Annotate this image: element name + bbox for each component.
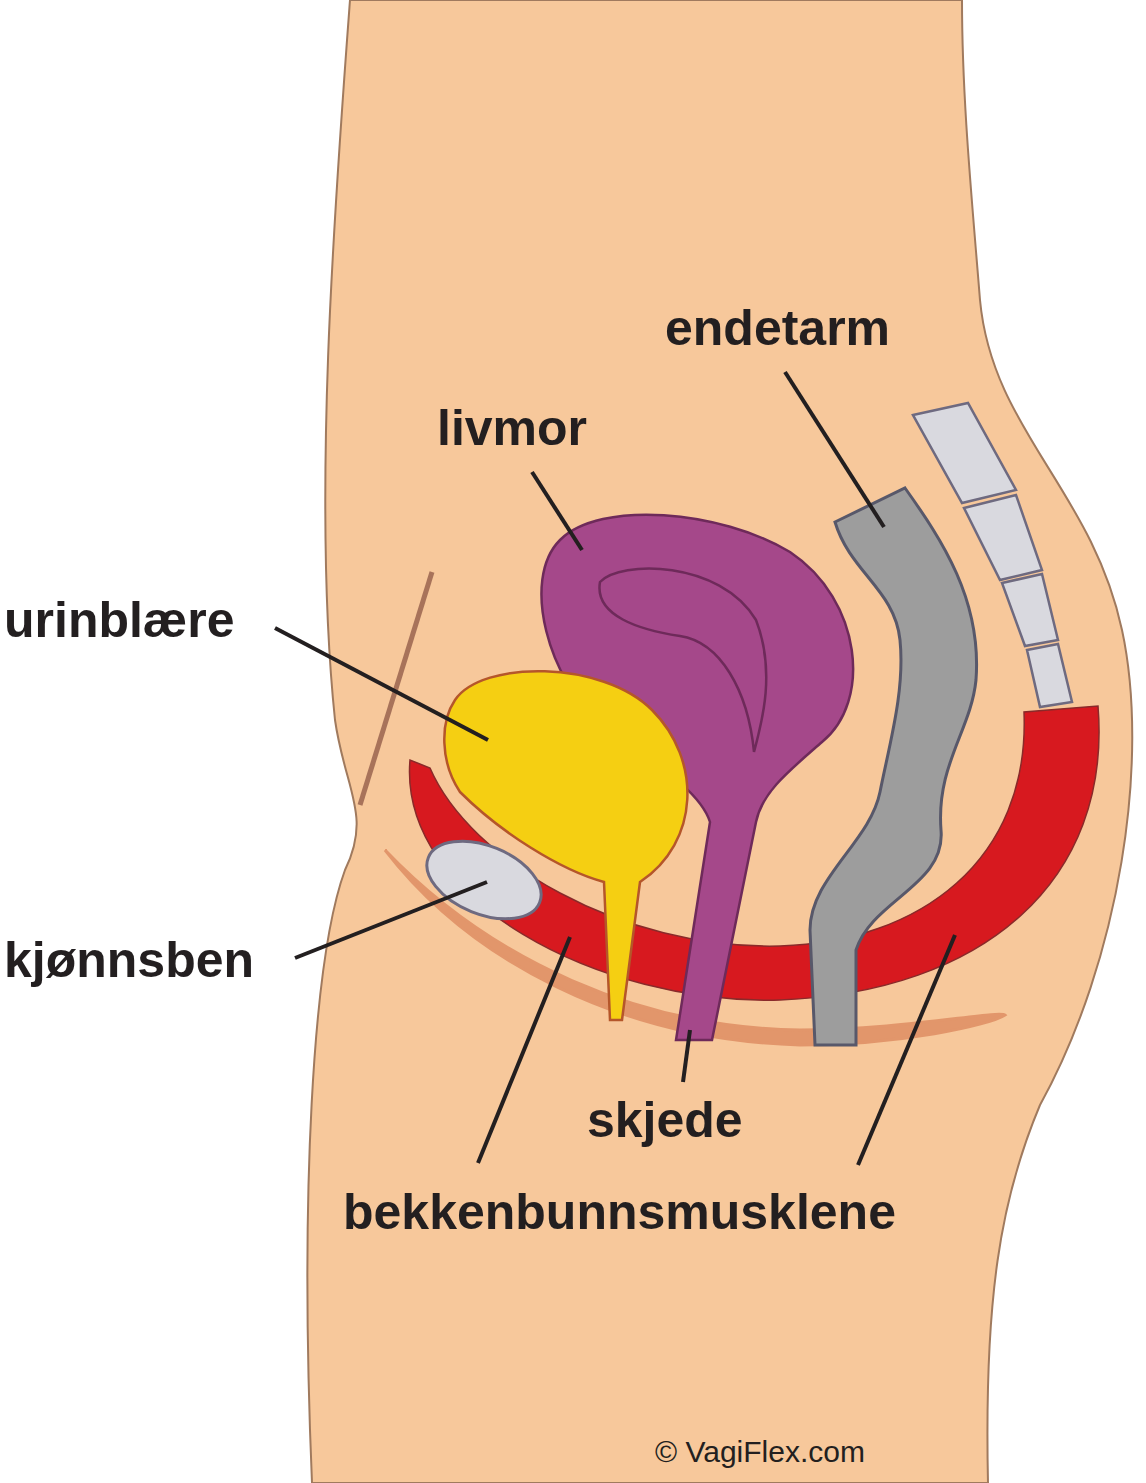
rectum <box>810 488 977 1045</box>
organ-label: skjede <box>587 1095 743 1145</box>
organ-label: bekkenbunnsmusklene <box>343 1187 896 1237</box>
organ-label: urinblære <box>4 595 235 645</box>
leader-line <box>683 1030 690 1082</box>
leader-line <box>858 935 955 1165</box>
organ-label: endetarm <box>665 303 890 353</box>
organ-label: kjønnsben <box>4 935 254 985</box>
vertebra <box>913 403 1016 503</box>
pubic-bone <box>416 826 553 934</box>
vertebra <box>964 495 1042 580</box>
leader-line <box>275 628 488 740</box>
leader-line <box>478 937 570 1163</box>
body-outline <box>307 0 1132 1483</box>
leader-line <box>532 472 582 550</box>
vertebra <box>1002 574 1058 646</box>
leader-lines <box>275 372 955 1165</box>
leader-line <box>295 882 487 958</box>
vertebra <box>1027 644 1072 707</box>
leader-line <box>785 372 884 527</box>
organ-label: livmor <box>437 403 587 453</box>
copyright-notice: © VagiFlex.com <box>655 1437 865 1467</box>
